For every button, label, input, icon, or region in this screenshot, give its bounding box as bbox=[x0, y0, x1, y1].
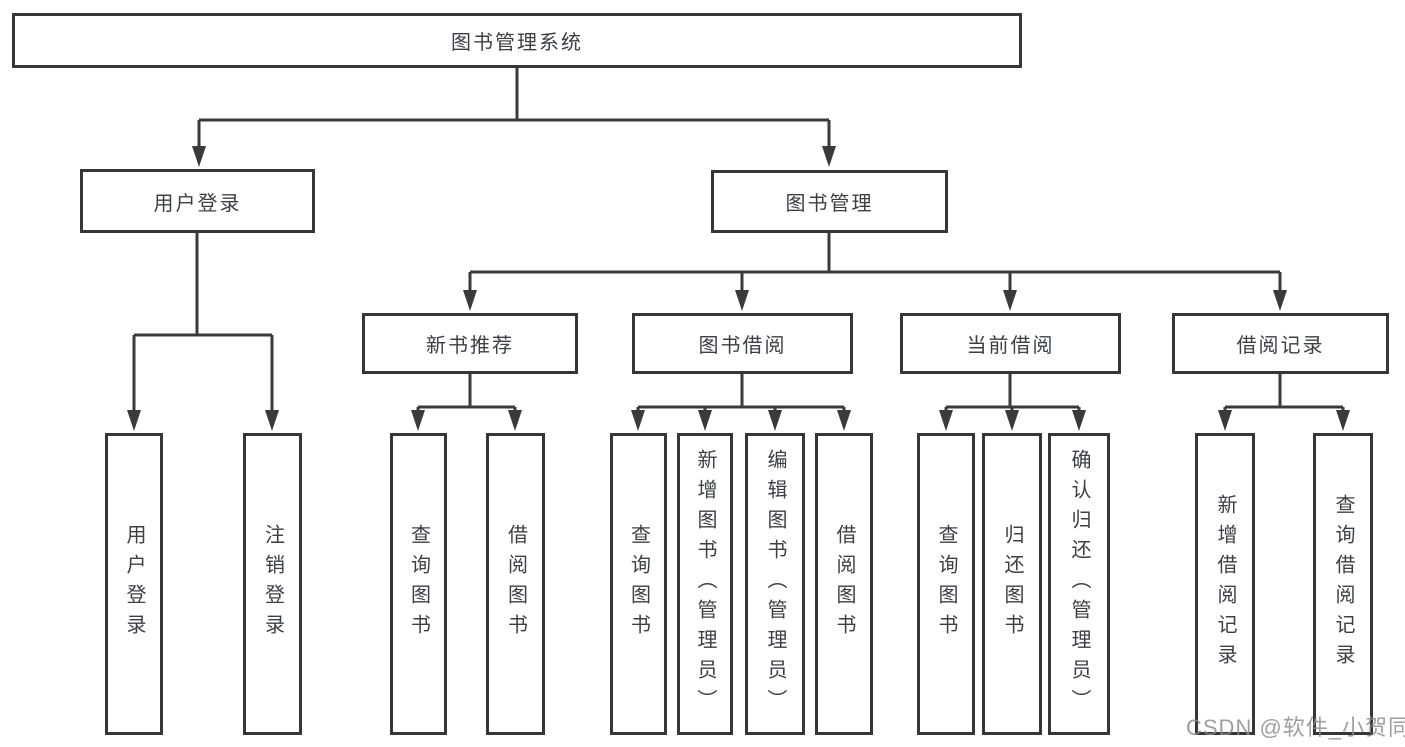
leaf-query-book: 查询图书 bbox=[610, 433, 667, 735]
leaf-label: 新增图书（管理员） bbox=[694, 449, 716, 719]
node-book-management: 图书管理 bbox=[711, 170, 948, 233]
leaf-edit-book-admin: 编辑图书（管理员） bbox=[745, 433, 805, 735]
leaf-borrow-book: 借阅图书 bbox=[486, 433, 545, 735]
csdn-watermark: CSDN @软件_小贺同学 bbox=[1186, 715, 1405, 740]
node-book-borrow: 图书借阅 bbox=[632, 313, 853, 374]
leaf-label: 查询图书 bbox=[407, 524, 430, 644]
node-label: 图书管理 bbox=[785, 193, 874, 215]
leaf-query-borrow-record: 查询借阅记录 bbox=[1313, 433, 1373, 735]
node-label: 图书管理系统 bbox=[451, 32, 583, 54]
node-label: 图书借阅 bbox=[698, 335, 787, 357]
leaf-label: 借阅图书 bbox=[504, 524, 527, 644]
leaf-label: 用户登录 bbox=[123, 524, 145, 644]
leaf-user-login: 用户登录 bbox=[105, 433, 163, 735]
leaf-add-borrow-record: 新增借阅记录 bbox=[1195, 433, 1255, 735]
leaf-label: 编辑图书（管理员） bbox=[764, 449, 786, 719]
leaf-query-book: 查询图书 bbox=[390, 433, 447, 735]
leaf-label: 归还图书 bbox=[1001, 524, 1023, 644]
node-borrow-records: 借阅记录 bbox=[1172, 313, 1389, 374]
leaf-label: 新增借阅记录 bbox=[1214, 494, 1236, 674]
node-label: 新书推荐 bbox=[426, 335, 514, 357]
leaf-borrow-book: 借阅图书 bbox=[815, 433, 873, 735]
arrowhead-icons bbox=[127, 146, 1350, 431]
leaf-label: 确认归还（管理员） bbox=[1068, 449, 1090, 719]
leaf-label: 注销登录 bbox=[261, 524, 284, 644]
node-user-login: 用户登录 bbox=[80, 169, 315, 233]
node-current-borrow: 当前借阅 bbox=[900, 313, 1121, 374]
leaf-add-book-admin: 新增图书（管理员） bbox=[677, 433, 733, 735]
node-label: 当前借阅 bbox=[966, 335, 1055, 357]
node-library-management-system: 图书管理系统 bbox=[12, 13, 1022, 68]
node-label: 用户登录 bbox=[153, 192, 242, 215]
leaf-label: 查询图书 bbox=[935, 524, 957, 644]
node-label: 借阅记录 bbox=[1236, 335, 1325, 357]
leaf-confirm-return-admin: 确认归还（管理员） bbox=[1048, 433, 1110, 735]
leaf-label: 查询借阅记录 bbox=[1332, 494, 1354, 674]
leaf-query-book: 查询图书 bbox=[917, 433, 975, 735]
leaf-return-book: 归还图书 bbox=[982, 433, 1042, 735]
leaf-label: 查询图书 bbox=[627, 524, 650, 644]
leaf-logout: 注销登录 bbox=[243, 433, 302, 735]
node-new-book-recommend: 新书推荐 bbox=[362, 313, 578, 374]
leaf-label: 借阅图书 bbox=[833, 524, 855, 644]
